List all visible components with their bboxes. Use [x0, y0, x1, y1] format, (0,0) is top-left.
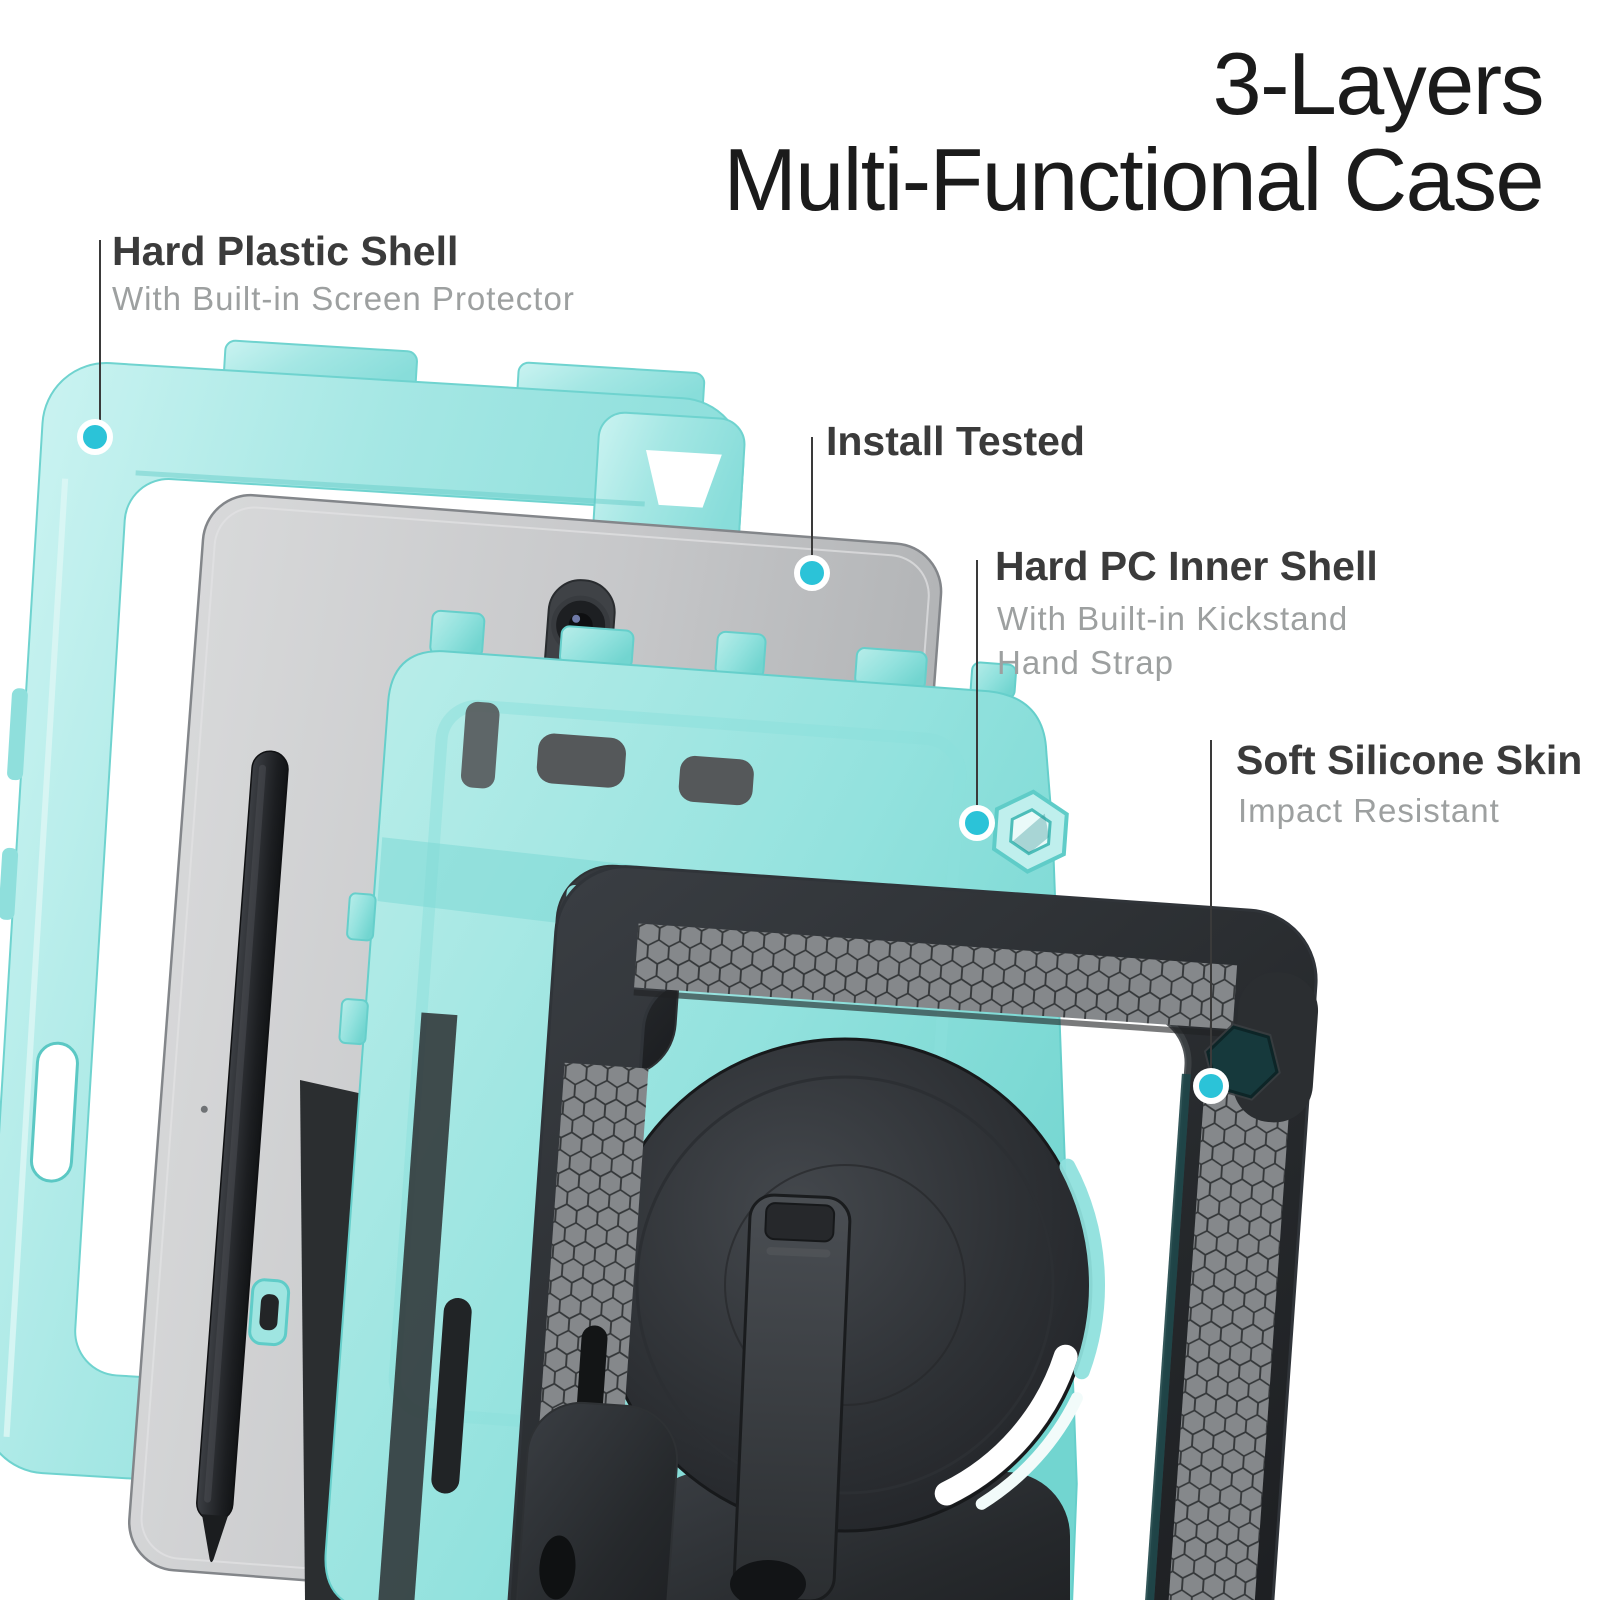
callout-sub-hard-pc-inner-shell-1: With Built-in Kickstand — [997, 600, 1349, 637]
kickstand — [732, 1193, 852, 1600]
shell-slot — [678, 755, 754, 806]
button-cover — [7, 688, 28, 781]
mic-dot — [200, 1105, 208, 1113]
callout-label-soft-silicone-skin: Soft Silicone Skin — [1236, 737, 1583, 783]
callout-sub-soft-silicone-skin: Impact Resistant — [1238, 792, 1500, 829]
soft-silicone-skin-layer — [503, 864, 1319, 1600]
callout-dot-icon — [1193, 1068, 1229, 1104]
callout-line — [976, 560, 978, 807]
callout-label-hard-pc-inner-shell: Hard PC Inner Shell — [995, 543, 1378, 589]
title-line-1: 3-Layers — [1212, 34, 1545, 133]
shell-slot — [536, 733, 626, 788]
skin-bottom-left-bumper — [512, 1401, 679, 1600]
callout-label-install-tested: Install Tested — [826, 418, 1085, 464]
button-cover — [0, 847, 19, 920]
strap-slot — [29, 1041, 79, 1183]
callout-line — [811, 437, 813, 556]
callout-line — [1210, 740, 1212, 1069]
title-line-2: Multi-Functional Case — [723, 129, 1545, 229]
callout-sub-hard-plastic-shell: With Built-in Screen Protector — [112, 280, 575, 317]
camera-hole — [645, 450, 722, 508]
callout-sub-hard-pc-inner-shell-2: Hand Strap — [997, 644, 1174, 681]
stylus-pen — [196, 750, 289, 1563]
callout-line — [99, 240, 101, 422]
hex-knob — [991, 789, 1069, 874]
page-title: 3-Layers Multi-Functional Case — [723, 34, 1545, 229]
callout-dot-icon — [959, 805, 995, 841]
kickstand-disc — [597, 1037, 1105, 1600]
pen-holder-loop — [248, 1278, 291, 1347]
callout-dot-icon — [794, 555, 830, 591]
callout-dot-icon — [77, 419, 113, 455]
callout-label-hard-plastic-shell: Hard Plastic Shell — [112, 228, 459, 274]
